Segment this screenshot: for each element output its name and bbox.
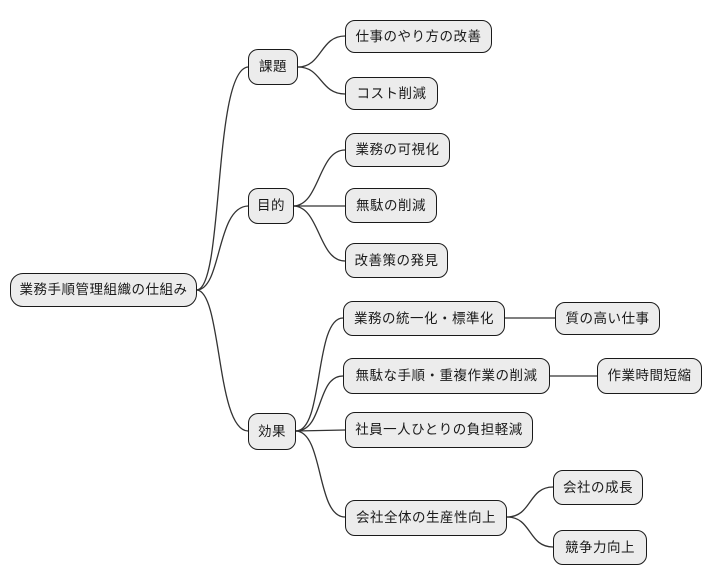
node-improvement-discovery[interactable]: 改善策の発見 (345, 243, 448, 278)
connector-root-issues (196, 66, 249, 291)
node-time-saving[interactable]: 作業時間短縮 (597, 358, 702, 394)
node-standardization[interactable]: 業務の統一化・標準化 (343, 301, 505, 336)
connector-effects-productivity (295, 430, 346, 518)
connector-root-purpose (196, 205, 249, 291)
node-burden-reduction[interactable]: 社員一人ひとりの負担軽減 (345, 412, 533, 448)
node-root[interactable]: 業務手順管理組織の仕組み (10, 273, 197, 307)
node-company-growth[interactable]: 会社の成長 (553, 470, 643, 505)
node-competitiveness[interactable]: 競争力向上 (553, 530, 647, 565)
node-work-visualization[interactable]: 業務の可視化 (345, 133, 450, 167)
connector-purpose-visualization (292, 149, 346, 207)
connector-issues-cost (297, 66, 346, 95)
node-issues[interactable]: 課題 (248, 49, 298, 85)
connector-effects-duplicate-reduction (295, 375, 344, 432)
connector-root-effects (196, 289, 249, 432)
node-quality-work[interactable]: 質の高い仕事 (555, 302, 660, 335)
node-waste-reduction[interactable]: 無駄の削減 (345, 188, 437, 223)
connector-effects-standardization (295, 317, 344, 432)
node-effects[interactable]: 効果 (248, 413, 296, 450)
connector-productivity-growth (506, 486, 554, 518)
connector-productivity-competitiveness (506, 516, 554, 548)
node-productivity-improvement[interactable]: 会社全体の生産性向上 (345, 500, 507, 536)
connector-issues-work-method (297, 35, 346, 68)
node-purpose[interactable]: 目的 (248, 188, 294, 224)
connector-effects-burden (295, 429, 346, 432)
node-work-method-improvement[interactable]: 仕事のやり方の改善 (345, 20, 492, 53)
connector-purpose-discovery (292, 205, 346, 262)
node-cost-reduction[interactable]: コスト削減 (345, 77, 438, 110)
node-duplicate-work-reduction[interactable]: 無駄な手順・重複作業の削減 (343, 358, 550, 394)
